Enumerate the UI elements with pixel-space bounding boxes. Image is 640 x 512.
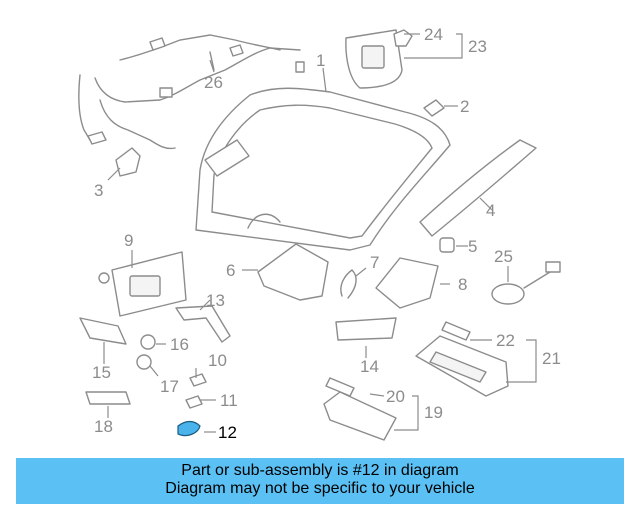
callout-10: 10 (208, 351, 227, 370)
callout-2: 2 (460, 97, 469, 116)
callout-1: 1 (316, 51, 325, 70)
part-1-headliner (195, 87, 451, 251)
callout-11: 11 (220, 391, 238, 410)
callout-15: 15 (92, 363, 111, 382)
callout-13: 13 (206, 291, 225, 310)
callout-20: 20 (386, 387, 405, 406)
info-banner: Part or sub-assembly is #12 in diagram D… (16, 458, 624, 504)
part-12-highlighted (177, 420, 201, 437)
callout-25: 25 (494, 247, 513, 266)
callout-9: 9 (124, 231, 133, 250)
callout-8: 8 (458, 275, 467, 294)
callout-3: 3 (94, 181, 103, 200)
part-5-cap (439, 237, 455, 253)
callout-21: 21 (542, 349, 561, 368)
part-13-grab-handle (175, 305, 231, 343)
callout-14: 14 (360, 357, 379, 376)
part-3-bracket (115, 147, 141, 177)
part-17-ring (136, 354, 152, 370)
part-26-wiring-harness (78, 34, 305, 150)
banner-line-disclaimer: Diagram may not be specific to your vehi… (165, 480, 475, 497)
part-20-bulb (325, 377, 355, 397)
callout-6: 6 (226, 261, 235, 280)
callout-16: 16 (170, 335, 189, 354)
part-21-dome-light (415, 335, 509, 397)
callout-19: 19 (424, 403, 443, 422)
part-14-bracket (335, 317, 397, 341)
leader-lines (103, 33, 537, 433)
part-2-clip (423, 99, 445, 117)
part-11-clip (185, 395, 203, 409)
part-25-motor (491, 261, 561, 305)
callout-17: 17 (160, 377, 179, 396)
callout-18: 18 (94, 417, 113, 436)
callouts: 1 2 3 4 5 6 7 8 9 10 11 12 13 14 15 16 1… (92, 25, 561, 442)
callout-23: 23 (468, 37, 487, 56)
callout-26: 26 (204, 73, 223, 92)
part-18-handle (85, 391, 131, 405)
part-19-reading-light (323, 391, 397, 441)
callout-7: 7 (370, 253, 379, 272)
part-10-clip (189, 373, 207, 387)
part-8-lamp-housing (375, 257, 439, 309)
part-7-clip (340, 269, 357, 299)
callout-22: 22 (496, 331, 515, 350)
part-22-bulb (441, 321, 471, 341)
part-6-bracket (257, 243, 329, 301)
part-15-handle (79, 317, 127, 345)
part-4-pillar-trim (419, 139, 537, 237)
callout-12: 12 (218, 423, 237, 442)
callout-4: 4 (486, 201, 495, 220)
part-16-ring (140, 334, 156, 350)
callout-24: 24 (424, 25, 443, 44)
banner-line-part-number: Part or sub-assembly is #12 in diagram (181, 462, 459, 479)
part-9-sun-visor (98, 251, 187, 317)
parts-diagram: 1 2 3 4 5 6 7 8 9 10 11 12 13 14 15 16 1… (78, 25, 561, 442)
callout-5: 5 (468, 237, 477, 256)
part-23-roof-console (345, 29, 413, 89)
